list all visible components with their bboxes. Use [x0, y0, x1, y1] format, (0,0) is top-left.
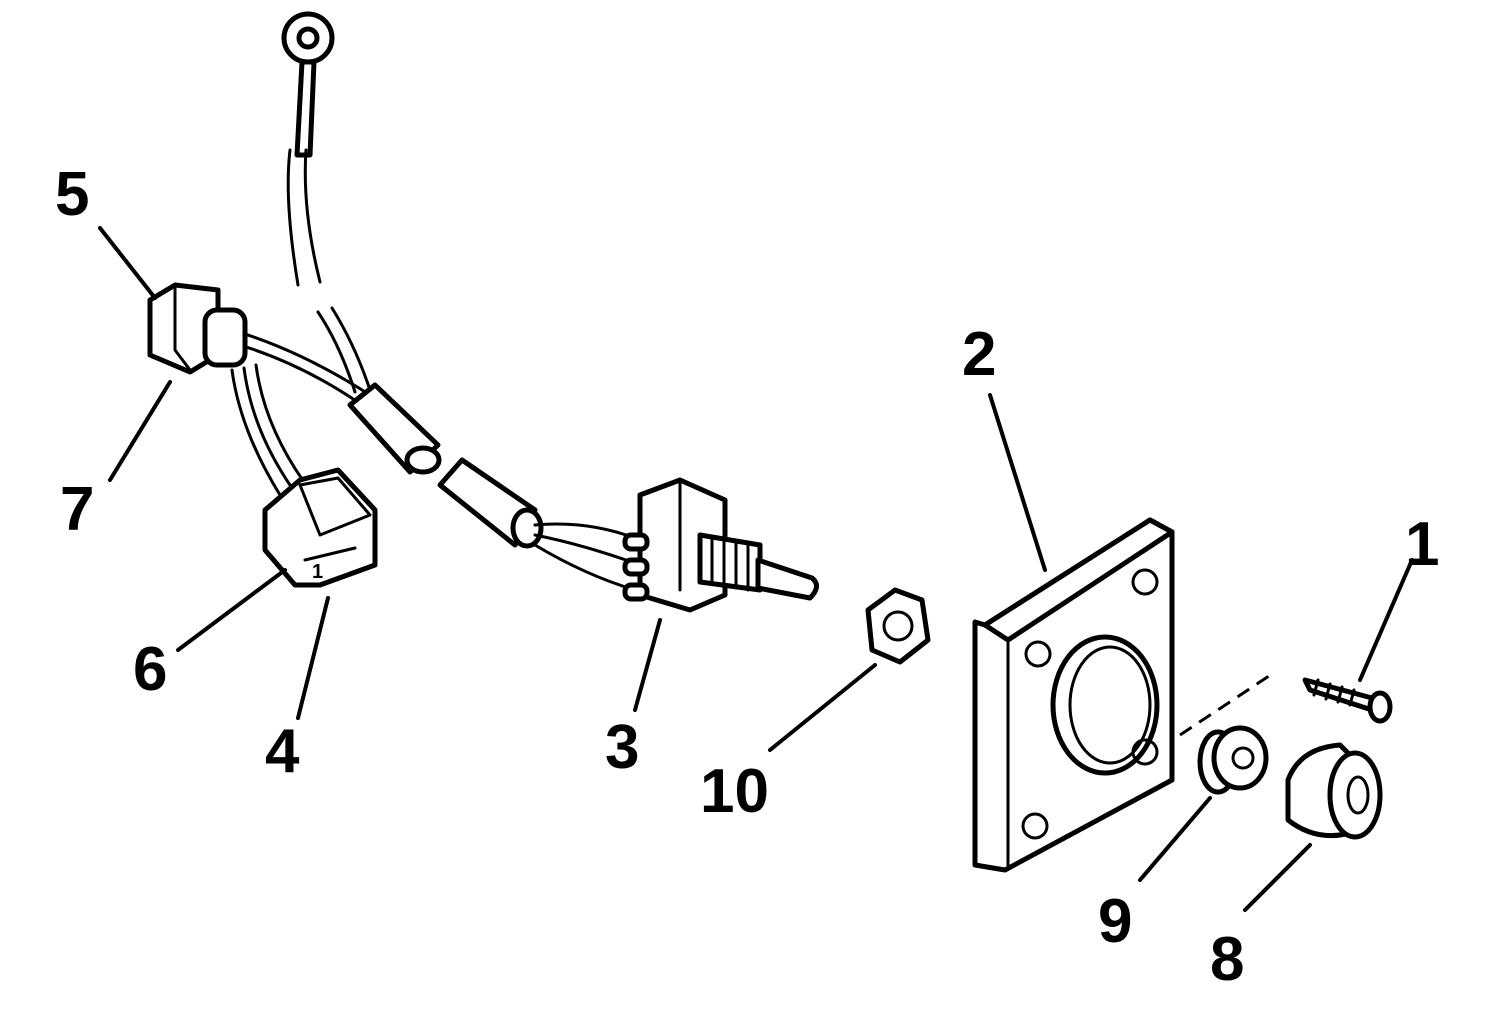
callout-3: 3: [605, 713, 639, 782]
connector-4: 1: [262, 467, 378, 588]
callout-10: 10: [700, 757, 769, 826]
leader-lines: [98, 226, 1414, 912]
callout-5: 5: [55, 160, 89, 229]
callout-labels: 5 7 6 4 3 10 2 1 9 8: [55, 160, 1439, 994]
callout-9: 9: [1098, 887, 1132, 956]
connector-7-wires: [230, 363, 306, 497]
wire-harness: [228, 328, 642, 592]
callout-1: 1: [1405, 510, 1439, 579]
callout-8: 8: [1210, 925, 1244, 994]
mounting-screw: [1179, 670, 1393, 737]
connector-pin-mark: 1: [312, 561, 323, 583]
callout-2: 2: [962, 320, 996, 389]
callout-7: 7: [60, 475, 94, 544]
toggle-switch: [622, 477, 819, 613]
knob-boot: [1285, 742, 1383, 840]
callout-6: 6: [133, 635, 167, 704]
hex-nut: [865, 587, 931, 665]
mounting-plate: [972, 517, 1175, 873]
connector-5: [147, 282, 248, 375]
callout-4: 4: [265, 717, 300, 786]
ground-wire-ring-terminal: [281, 11, 372, 394]
bushing: [1197, 725, 1269, 795]
